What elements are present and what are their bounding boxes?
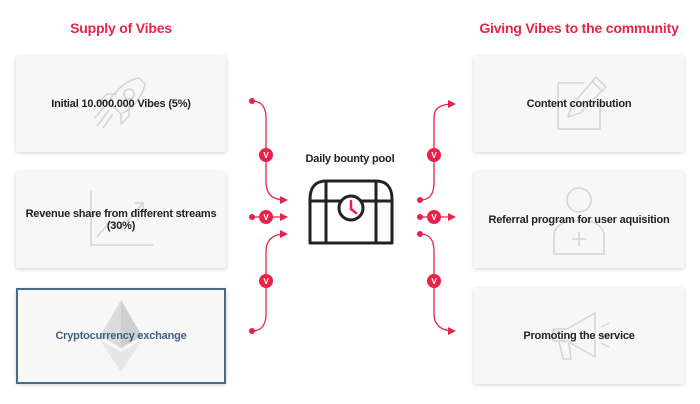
treasure-chest-clock-icon	[308, 179, 394, 245]
vibes-badge: V	[259, 274, 273, 288]
community-card-promoting-label: Promoting the service	[523, 330, 635, 342]
connector-start-dot	[417, 231, 423, 237]
supply-card-revenue-label: Revenue share from different streams (30…	[25, 208, 217, 232]
connector-start-dot	[417, 214, 423, 220]
growth-chart-icon	[90, 191, 153, 246]
community-card-referral: Referral program for user aquisition	[474, 172, 684, 268]
community-card-content-label: Content contribution	[526, 98, 632, 110]
community-card-promoting: Promoting the service	[474, 288, 684, 384]
bounty-pool-label: Daily bounty pool	[305, 153, 395, 165]
community-card-content: Content contribution	[474, 56, 684, 152]
vibes-badge: V	[427, 148, 441, 162]
connector-start-dot	[249, 98, 255, 104]
supply-card-exchange-label: Cryptocurrency exchange	[55, 330, 187, 342]
rocket-icon	[94, 77, 146, 129]
supply-card-exchange: Cryptocurrency exchange	[16, 288, 226, 384]
vibes-badge: V	[259, 148, 273, 162]
user-add-icon	[553, 187, 605, 255]
supply-card-initial-label: Initial 10.000.000 Vibes (5%)	[51, 98, 191, 110]
vibes-badge-letter: V	[431, 213, 437, 222]
vibes-badge: V	[427, 210, 441, 224]
community-heading: Giving Vibes to the community	[479, 20, 679, 36]
supply-heading: Supply of Vibes	[70, 20, 172, 36]
vibes-badge: V	[259, 210, 273, 224]
vibes-badge-letter: V	[263, 277, 269, 286]
vibes-badge-letter: V	[431, 151, 437, 160]
ethereum-icon	[100, 300, 142, 372]
supply-card-initial: Initial 10.000.000 Vibes (5%)	[16, 56, 226, 152]
connector-start-dot	[417, 197, 423, 203]
vibes-badge-letter: V	[263, 213, 269, 222]
pencil-note-icon	[557, 76, 607, 130]
megaphone-icon	[552, 312, 611, 360]
vibes-badge: V	[427, 274, 441, 288]
vibes-badge-letter: V	[263, 151, 269, 160]
community-card-referral-label: Referral program for user aquisition	[488, 214, 670, 226]
vibes-badge-letter: V	[431, 277, 437, 286]
connector-start-dot	[249, 214, 255, 220]
connector-start-dot	[249, 328, 255, 334]
supply-card-revenue: Revenue share from different streams (30…	[16, 172, 226, 268]
